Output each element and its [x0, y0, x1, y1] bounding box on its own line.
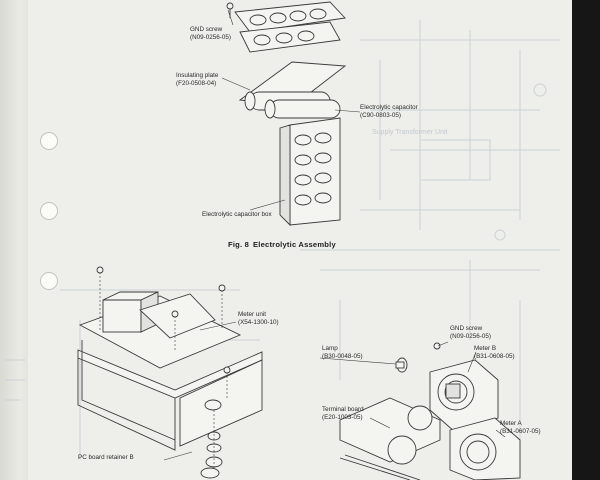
electrolytic-capacitor-part [244, 91, 341, 119]
electrolytic-capacitor-box-part [279, 117, 341, 227]
label-text: Electrolytic capacitor [360, 104, 418, 111]
label-electrolytic-capacitor: Electrolytic capacitor (C90-0803-05) [360, 104, 418, 120]
punch-hole [40, 132, 58, 150]
manual-page: Supply Transformer Unit Relay Assembly [0, 0, 572, 480]
label-part-code: (N09-0256-05) [450, 333, 491, 340]
label-text: GND screw [450, 325, 483, 332]
meter-unit-part [77, 291, 263, 479]
punch-hole [40, 202, 58, 220]
exploded-view-illustration [77, 1, 521, 480]
label-pc-board-retainer: PC board retainer B [78, 454, 134, 462]
punch-hole [40, 272, 58, 290]
label-text: Meter unit [238, 311, 266, 318]
label-text: PC board retainer B [78, 454, 134, 461]
figure-number: Fig. 8 [228, 240, 250, 249]
label-part-code: (E20-1003-05) [322, 414, 363, 421]
label-gnd-screw-bottom: GND screw (N09-0256-05) [450, 325, 491, 341]
label-text: GND screw [190, 26, 223, 33]
meter-a-part [449, 417, 521, 480]
label-text: Meter A [500, 420, 522, 427]
svg-text:Supply Transformer Unit: Supply Transformer Unit [372, 129, 448, 136]
capacitor-top-cluster [234, 1, 346, 53]
label-part-code: (B30-0048-05) [322, 353, 363, 360]
lamp-part [395, 357, 408, 373]
label-text: Insulating plate [176, 72, 219, 79]
label-meter-b: Meter B (B31-0608-05) [474, 345, 515, 361]
figure-title: Electrolytic Assembly [253, 240, 336, 249]
label-meter-unit: Meter unit (X54-1300-10) [238, 311, 279, 327]
label-terminal-board: Terminal board (E20-1003-05) [322, 406, 364, 422]
gnd-screw-top-part [226, 2, 234, 18]
label-part-code: (F20-0508-04) [176, 80, 217, 87]
label-text: Terminal board [322, 406, 364, 413]
label-gnd-screw-top: GND screw (N09-0256-05) [190, 26, 231, 42]
label-part-code: (B31-0608-05) [474, 353, 515, 360]
label-text: Electrolytic capacitor box [202, 211, 272, 218]
label-meter-a: Meter A (B31-0607-05) [500, 420, 541, 436]
label-electrolytic-capacitor-box: Electrolytic capacitor box [202, 211, 272, 219]
label-part-code: (B31-0607-05) [500, 428, 541, 435]
label-insulating-plate: Insulating plate (F20-0508-04) [176, 72, 218, 88]
label-lamp: Lamp (B30-0048-05) [322, 345, 363, 361]
label-text: Lamp [322, 345, 338, 352]
label-part-code: (X54-1300-10) [238, 319, 279, 326]
label-part-code: (C90-0803-05) [360, 112, 401, 119]
label-part-code: (N09-0256-05) [190, 34, 231, 41]
label-text: Meter B [474, 345, 497, 352]
terminal-board-part [339, 397, 441, 480]
meter-b-part [429, 359, 499, 433]
